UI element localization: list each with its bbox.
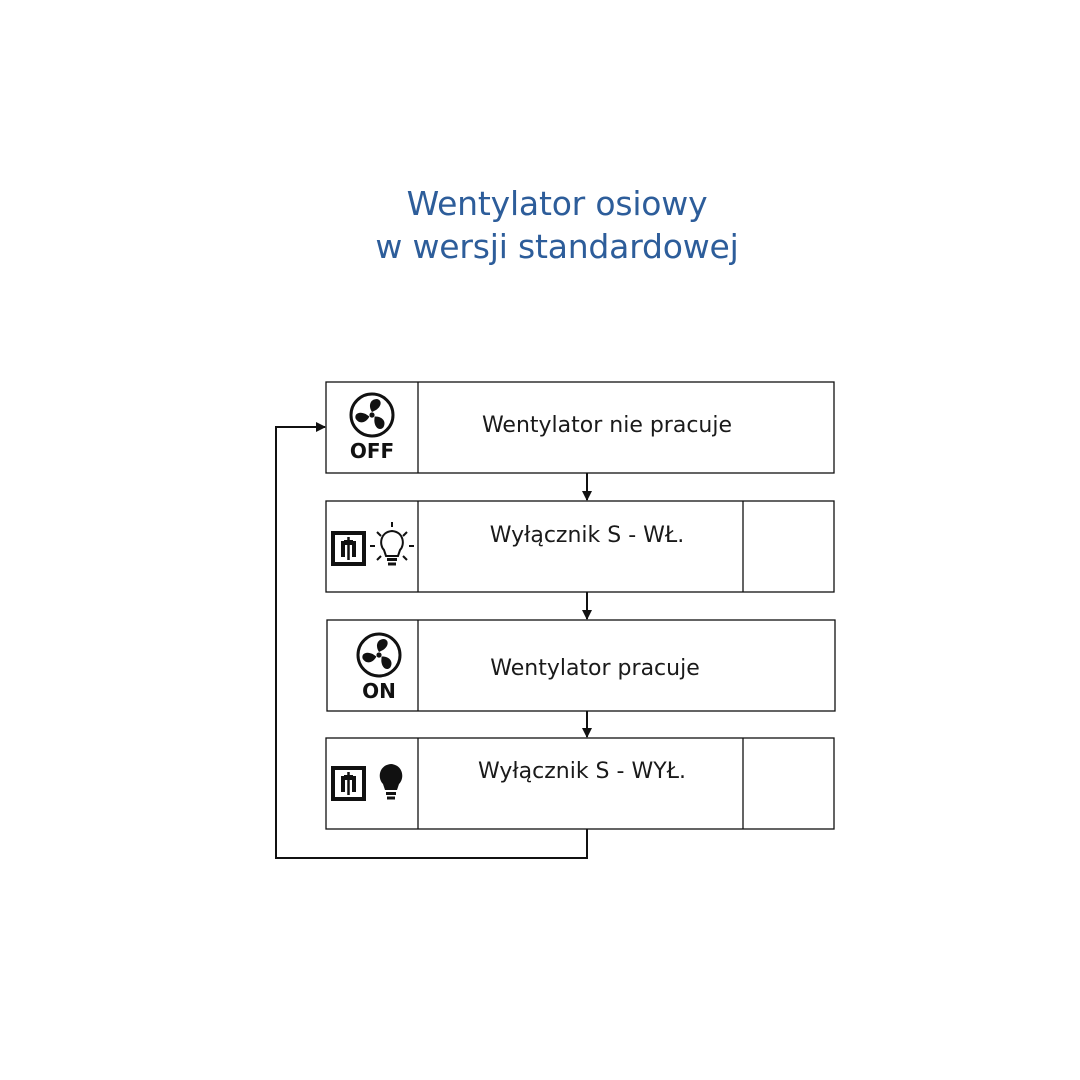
diagram-title: Wentylator osiowy w wersji standardowej <box>0 182 1080 268</box>
step-box-switch-off: Wyłącznik S - WYŁ. <box>325 737 835 830</box>
step-1-label: Wentylator nie pracuje <box>482 413 732 438</box>
step-box-switch-on: Wyłącznik S - WŁ. <box>325 500 835 593</box>
step-2-label: Wyłącznik S - WŁ. <box>490 523 685 548</box>
light-bulb-on-icon <box>370 522 414 566</box>
step-4-label: Wyłącznik S - WYŁ. <box>478 759 686 784</box>
title-line-1: Wentylator osiowy <box>406 184 708 223</box>
light-bulb-off-icon <box>379 764 403 800</box>
connector-arrows <box>275 422 592 859</box>
step-box-fan-off: OFF Wentylator nie pracuje <box>325 381 835 474</box>
step-box-fan-on: ON Wentylator pracuje <box>326 619 836 712</box>
step-3-label: Wentylator pracuje <box>490 656 699 681</box>
loop-back-arrow <box>275 422 588 859</box>
fan-on-caption: ON <box>362 679 396 703</box>
fan-off-caption: OFF <box>350 439 394 463</box>
title-line-2: w wersji standardowej <box>375 227 739 266</box>
